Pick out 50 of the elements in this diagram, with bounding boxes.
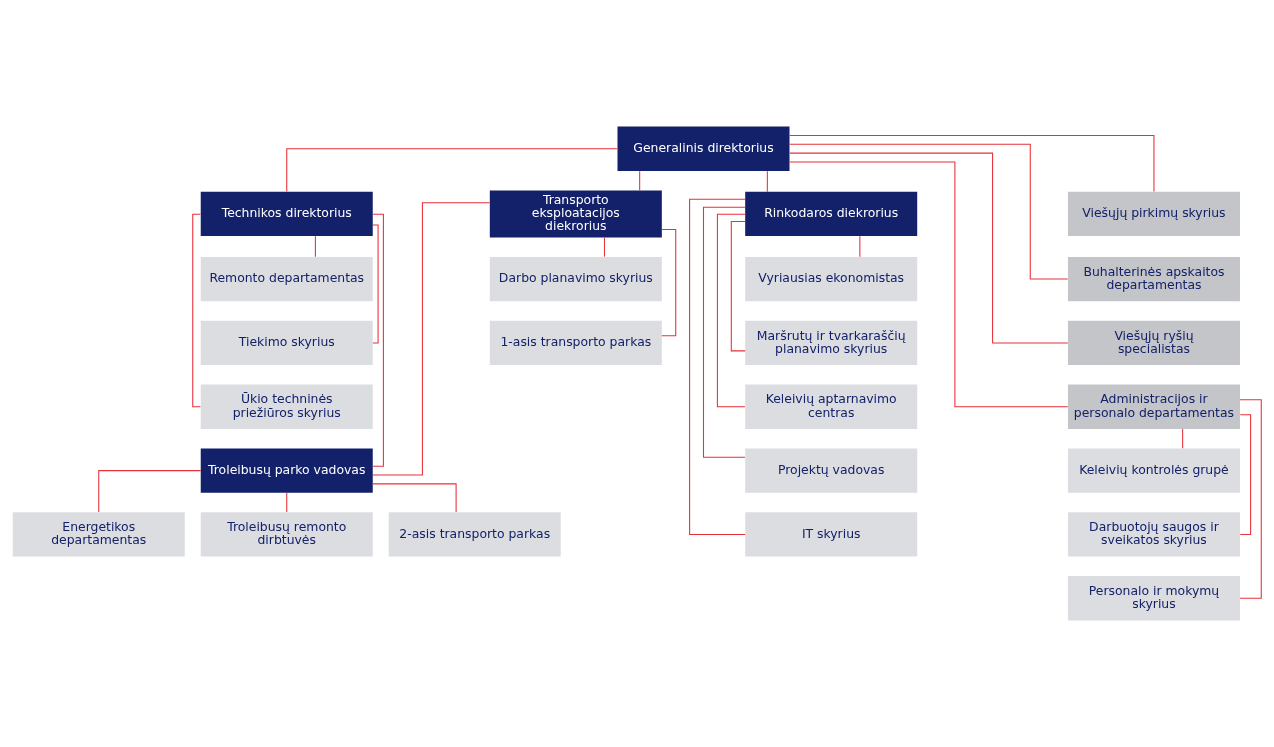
node-box: 2-asis transporto parkas (388, 512, 561, 557)
connector (286, 148, 618, 192)
node-box: IT skyrius (745, 512, 918, 557)
node-box: Administracijos ir personalo departamentas (1067, 384, 1240, 429)
connector (789, 161, 1069, 408)
connector (372, 213, 384, 467)
node-box: Remonto departamentas (200, 256, 373, 302)
connector (716, 213, 746, 408)
connector (789, 152, 1069, 344)
node-box: Viešųjų pirkimų skyrius (1067, 191, 1240, 237)
connector (661, 228, 677, 337)
connector (689, 198, 746, 535)
connector (372, 224, 379, 344)
connector (789, 143, 1069, 280)
connector (859, 235, 861, 258)
connector (372, 483, 457, 513)
node-box: Rinkodaros diekrorius (745, 191, 918, 237)
connector (98, 470, 202, 513)
node-box: Transporto eksploatacijos diekrorius (489, 190, 662, 238)
node-box: Technikos direktorius (200, 191, 373, 237)
node-box: Darbuotojų saugos ir sveikatos skyrius (1067, 512, 1240, 557)
node-box: Tiekimo skyrius (200, 320, 373, 366)
node-box: Troleibusų parko vadovas (200, 448, 373, 493)
node-box: Energetikos departamentas (12, 512, 185, 557)
node-box: Troleibusų remonto dirbtuvės (200, 512, 373, 557)
connector (766, 170, 768, 193)
node-box: Generalinis direktorius (617, 126, 790, 171)
connector (639, 170, 641, 191)
node-box: Viešųjų ryšių specialistas (1067, 320, 1240, 366)
connector (1239, 399, 1262, 599)
node-box: Darbo planavimo skyrius (489, 256, 662, 302)
connector (372, 202, 491, 476)
node-box: Personalo ir mokymų skyrius (1067, 576, 1240, 621)
node-box: Ūkio techninės priežiūros skyrius (200, 384, 373, 429)
connector (314, 235, 316, 258)
node-box: Buhalterinės apskaitos departamentas (1067, 256, 1240, 302)
connector (603, 236, 605, 258)
node-box: Vyriausias ekonomistas (745, 256, 918, 302)
node-box: Maršrutų ir tvarkaraščių planavimo skyrius (745, 320, 918, 366)
node-box: Projektų vadovas (745, 448, 918, 493)
connector (1182, 428, 1184, 449)
connector (286, 492, 288, 513)
connector (1239, 414, 1252, 535)
connector (702, 206, 746, 458)
node-box: 1-asis transporto parkas (489, 320, 662, 366)
node-box: Keleivių kontrolės grupė (1067, 448, 1240, 493)
connector (730, 220, 746, 352)
connector (789, 134, 1155, 193)
node-box: Keleivių aptarnavimo centras (745, 384, 918, 429)
connector (192, 213, 201, 408)
